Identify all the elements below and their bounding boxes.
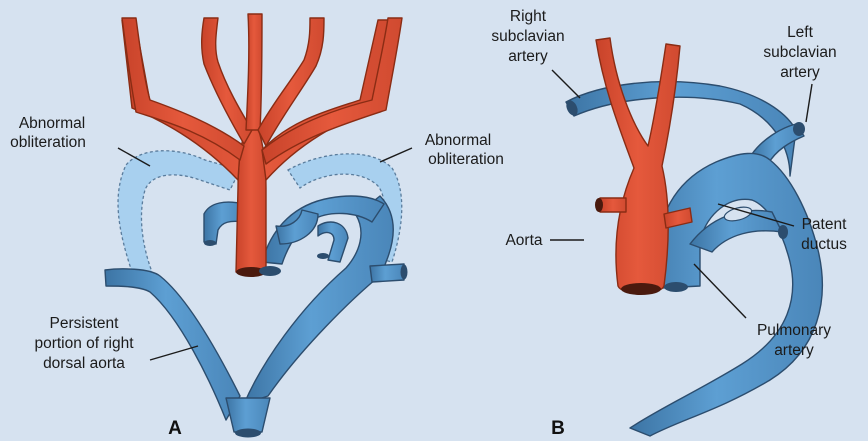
svg-text:artery: artery <box>780 64 820 81</box>
aorta-base-opening <box>621 283 661 295</box>
aorta-stub-opening <box>595 198 603 212</box>
svg-text:artery: artery <box>774 342 814 359</box>
aortic-base-a-opening <box>259 266 281 276</box>
pulmonary-stub-a-opening <box>317 253 329 259</box>
persistent-portion-label: Persistent portion of right dorsal aorta <box>34 315 198 372</box>
pulmonary-right-branch-opening <box>778 225 788 239</box>
panel-a-label: A <box>168 418 182 439</box>
descending-aorta-a <box>226 398 270 432</box>
panel-b: Right subclavian artery Left subclavian … <box>491 8 847 439</box>
right-subclavian-label: Right subclavian artery <box>491 8 580 98</box>
left-subclavian-stub-a-opening <box>401 265 408 280</box>
abnormal-obliteration-right-label: Abnormal obliteration <box>380 132 504 168</box>
svg-text:Persistent: Persistent <box>50 315 120 332</box>
abnormal-obliteration-left-label: Abnormal obliteration <box>10 115 150 166</box>
left-subclavian-opening <box>793 122 805 136</box>
aorta-label: Aorta <box>505 232 584 249</box>
svg-text:Right: Right <box>510 8 547 25</box>
svg-text:Pulmonary: Pulmonary <box>757 322 831 339</box>
svg-text:obliteration: obliteration <box>10 134 86 151</box>
svg-text:artery: artery <box>508 48 548 65</box>
left-subclavian-stub-a <box>370 264 404 282</box>
svg-text:portion of right: portion of right <box>34 335 134 352</box>
pulmonary-base-opening <box>664 282 688 292</box>
svg-text:dorsal aorta: dorsal aorta <box>43 355 125 372</box>
aorta-brachiocephalic-stub <box>600 198 626 212</box>
svg-text:ductus: ductus <box>801 236 847 253</box>
panel-b-label: B <box>551 418 565 439</box>
descending-aorta-a-opening <box>235 429 261 438</box>
svg-text:Aorta: Aorta <box>505 232 542 249</box>
panel-a: Abnormal obliteration Abnormal obliterat… <box>10 14 504 439</box>
svg-text:Patent: Patent <box>802 216 848 233</box>
right-pulmonary-stub-a-opening <box>204 240 216 246</box>
aorta-b <box>596 38 680 294</box>
svg-text:Abnormal: Abnormal <box>19 115 85 132</box>
svg-text:Abnormal: Abnormal <box>425 132 491 149</box>
svg-text:Left: Left <box>787 24 814 41</box>
svg-text:obliteration: obliteration <box>428 151 504 168</box>
svg-text:subclavian: subclavian <box>763 44 836 61</box>
aortic-center-branch-a <box>246 14 262 130</box>
svg-text:subclavian: subclavian <box>491 28 564 45</box>
